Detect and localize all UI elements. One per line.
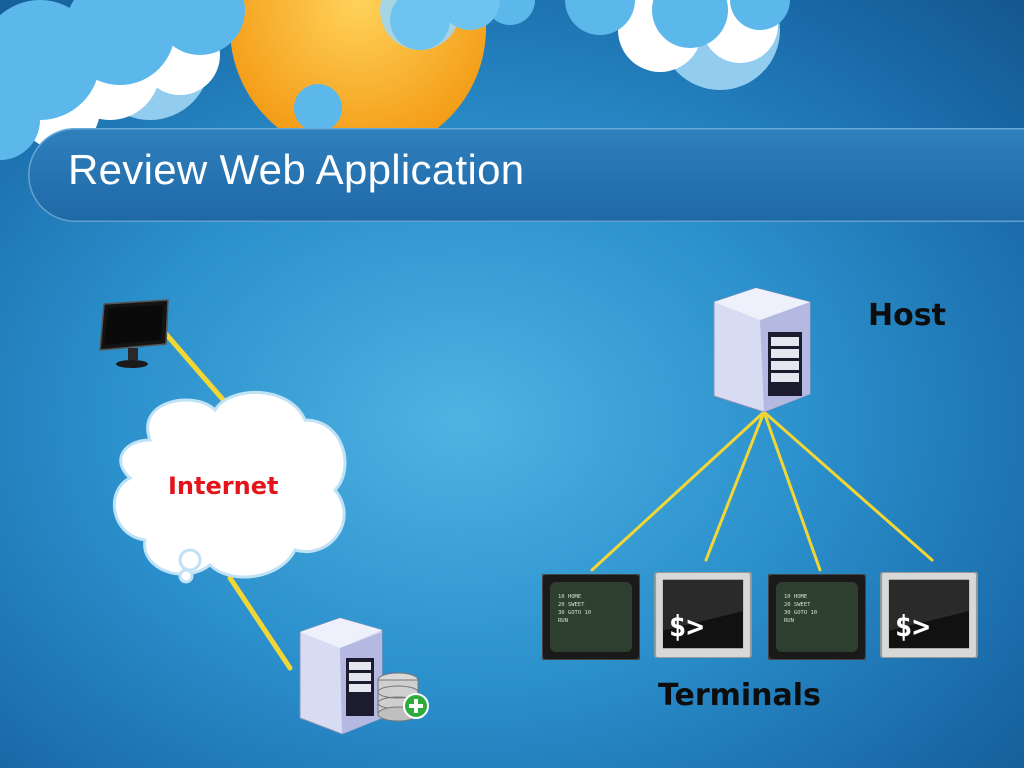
internet-label: Internet xyxy=(168,472,279,500)
terminals-label: Terminals xyxy=(658,678,821,713)
title-band xyxy=(28,128,1024,222)
host-label: Host xyxy=(868,298,946,333)
code-line: 20 SWEET xyxy=(558,602,585,608)
code-line: 30 GOTO 10 xyxy=(558,610,591,616)
prompt-text: $> xyxy=(895,610,930,644)
connector-internet-server xyxy=(227,575,293,671)
terminal-crt-2: 10 HOME 20 SWEET 30 GOTO 10 RUN xyxy=(768,574,866,660)
code-line: RUN xyxy=(784,618,794,624)
code-line: 10 HOME xyxy=(784,594,807,600)
code-line: 30 GOTO 10 xyxy=(784,610,817,616)
connector-monitor-internet xyxy=(163,331,235,413)
prompt-text: $> xyxy=(669,610,704,644)
monitor-icon xyxy=(99,299,169,368)
terminal-prompt-2: $> xyxy=(880,572,978,658)
database-add-icon xyxy=(377,672,429,722)
host-terminal-connectors xyxy=(590,410,934,572)
host-server-icon xyxy=(713,287,811,413)
code-line: 20 SWEET xyxy=(784,602,811,608)
terminal-crt-1: 10 HOME 20 SWEET 30 GOTO 10 RUN xyxy=(542,574,640,660)
slide-title: Review Web Application xyxy=(68,146,525,193)
code-line: RUN xyxy=(558,618,568,624)
code-line: 10 HOME xyxy=(558,594,581,600)
terminal-prompt-1: $> xyxy=(654,572,752,658)
web-server-icon xyxy=(299,617,383,735)
internet-cloud-icon xyxy=(113,390,347,584)
